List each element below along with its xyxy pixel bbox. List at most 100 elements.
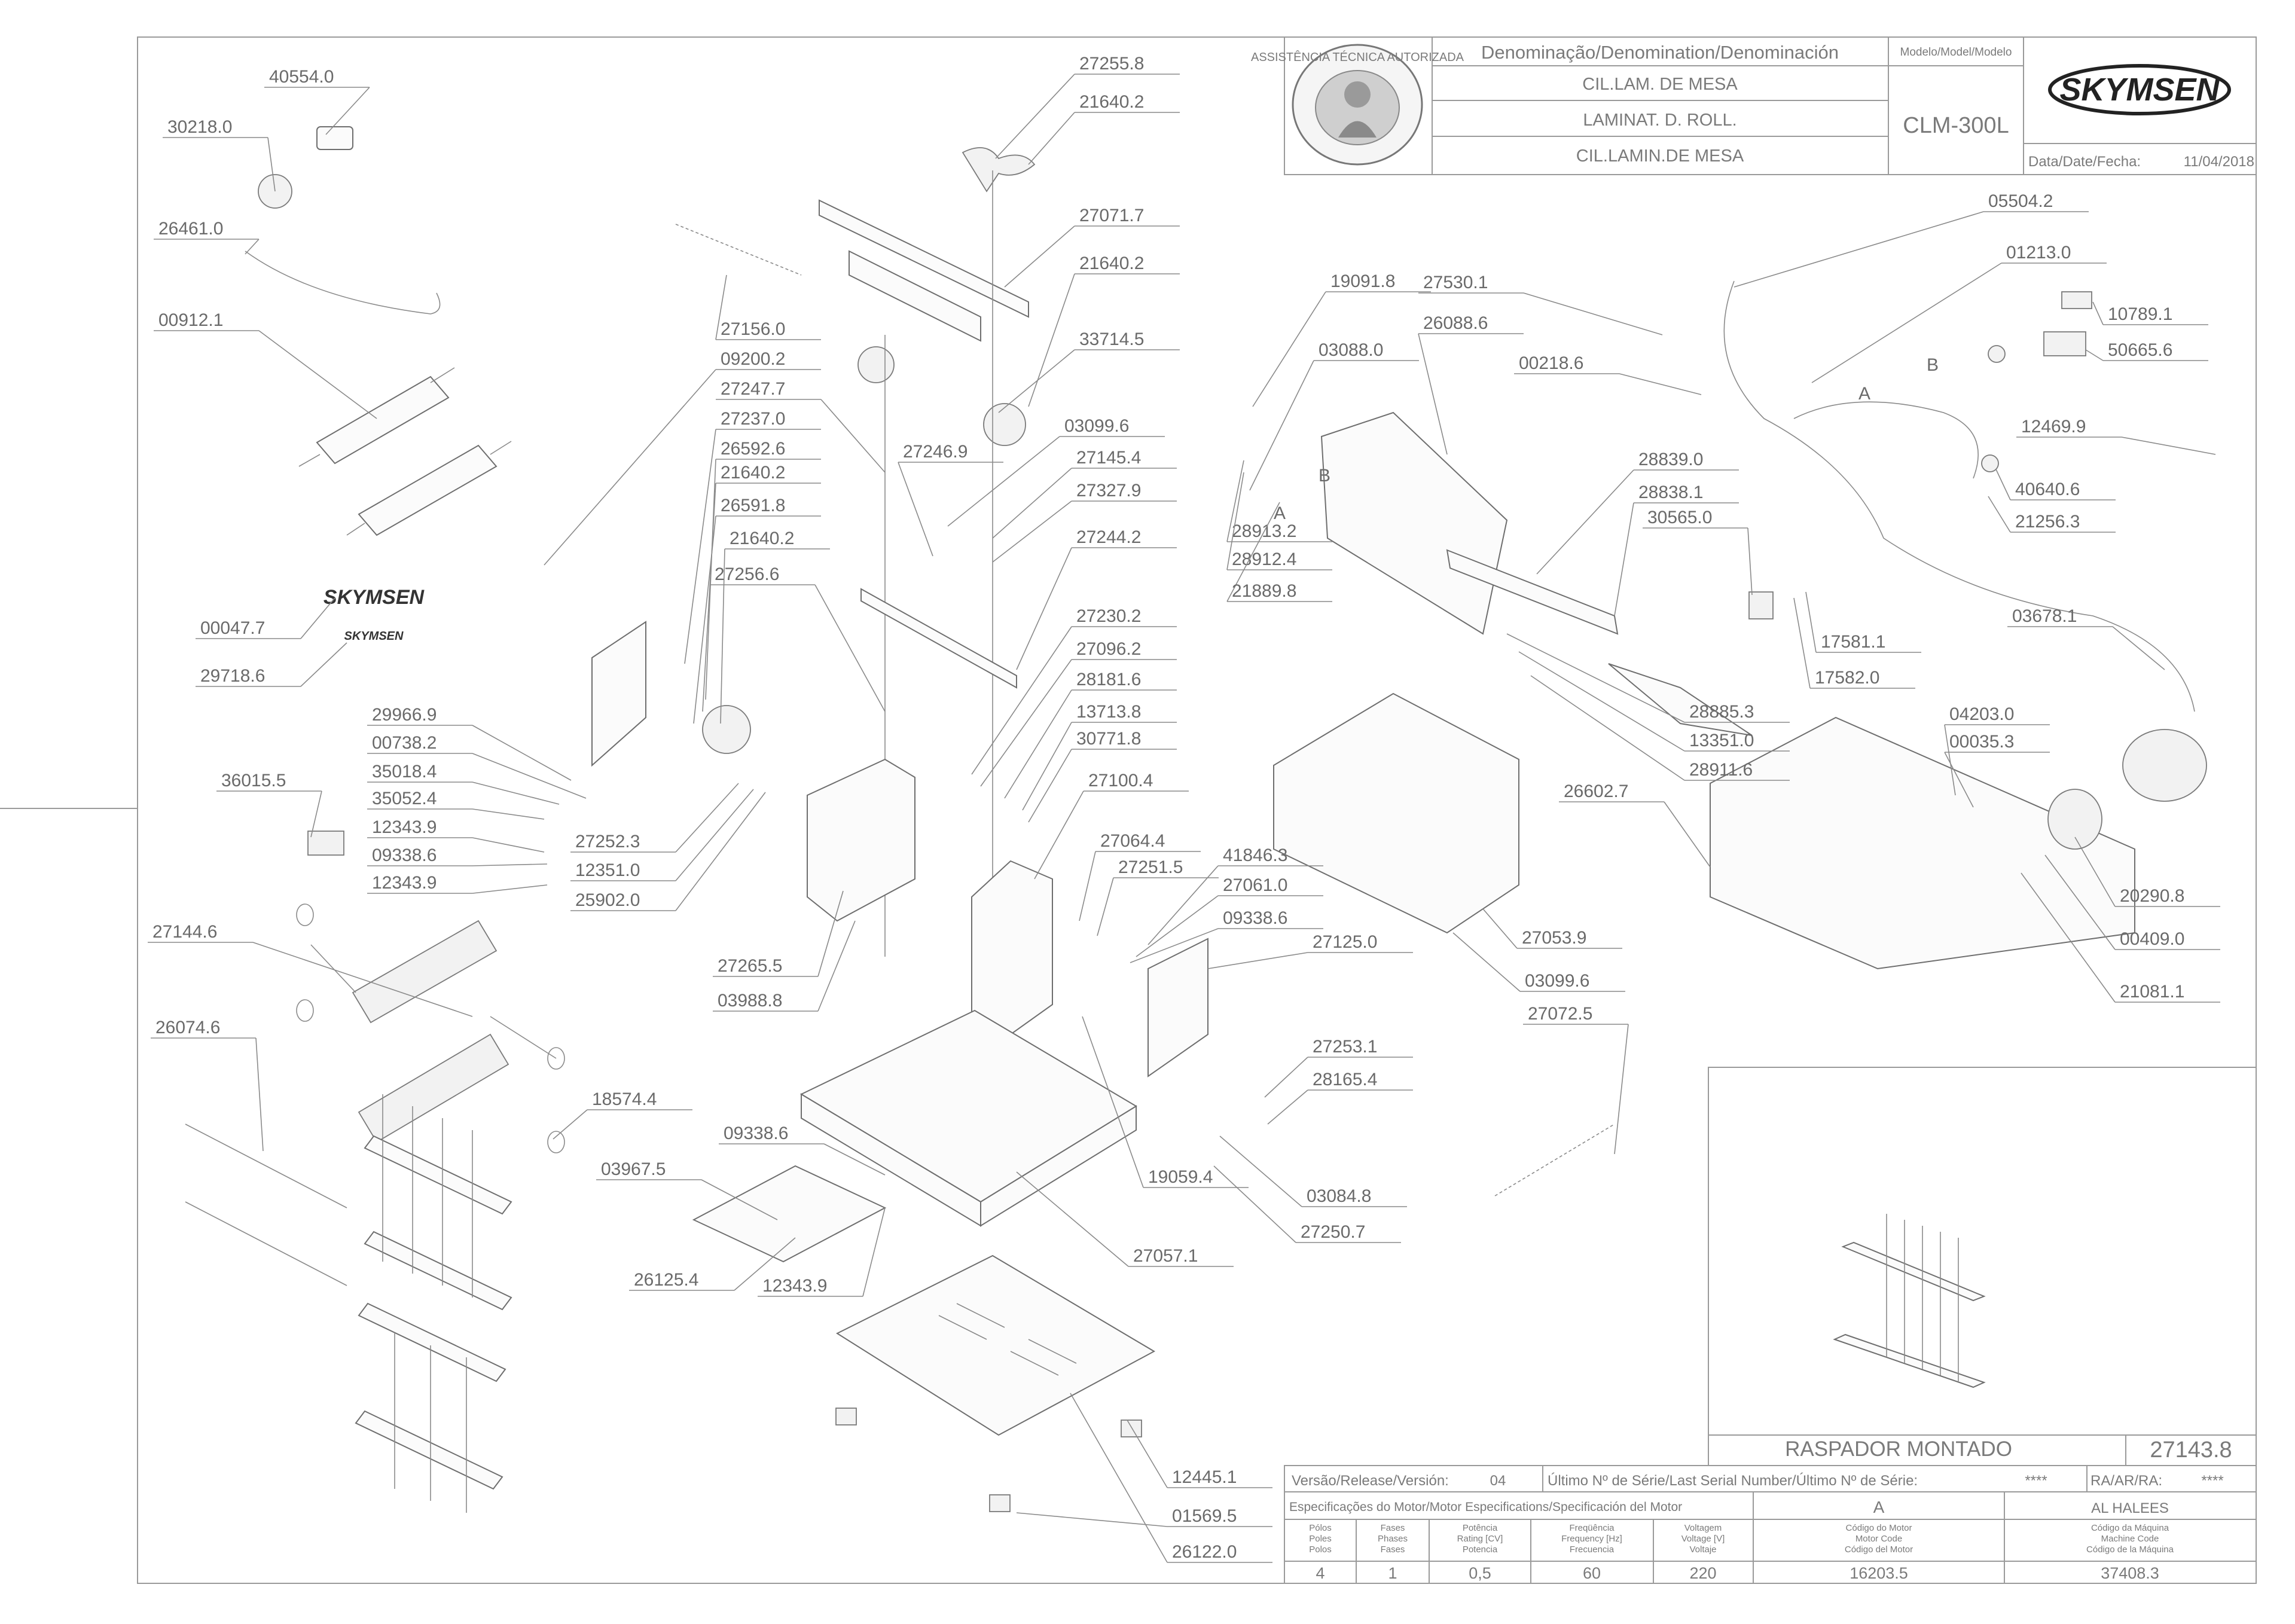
svg-text:Voltagem: Voltagem (1684, 1523, 1722, 1533)
callout-leader (1619, 373, 1702, 395)
part-number: 35052.4 (372, 789, 437, 808)
callout-leader (472, 782, 560, 805)
callout-leader (823, 1143, 886, 1176)
inset-scraper-drawing (1833, 1214, 1986, 1388)
part-callout: 00035.3 (1944, 732, 2050, 808)
callout-leader (1022, 722, 1072, 811)
part-number: 21640.2 (730, 529, 794, 548)
part-number: 26461.0 (158, 219, 223, 239)
svg-text:Código del Motor: Código del Motor (1845, 1544, 1913, 1555)
part-number: 26602.7 (1564, 782, 1628, 801)
part-callout: 28838.1 (1614, 483, 1739, 616)
part-callout: 27252.3 (570, 783, 739, 853)
part-callout: 00218.6 (1514, 353, 1702, 395)
tube-drawing (1446, 549, 1619, 635)
scraper-wire-drawing (245, 251, 441, 315)
svg-text:Pólos: Pólos (1309, 1523, 1332, 1533)
part-number: 03099.6 (1064, 416, 1129, 436)
part-number: 03967.5 (601, 1159, 666, 1179)
electrical-box-drawing (1710, 716, 2135, 970)
serial-value: **** (2025, 1473, 2047, 1489)
part-number: 28838.1 (1638, 483, 1703, 502)
part-number: 27244.2 (1076, 527, 1141, 547)
variant-letter: A (1873, 1498, 1885, 1516)
part-number: 27064.4 (1100, 831, 1165, 851)
poles-value: 4 (1316, 1564, 1324, 1582)
part-callout: 19059.4 (1082, 1016, 1249, 1188)
part-number: 27252.3 (575, 832, 640, 851)
part-callout: 30218.0 (163, 117, 276, 192)
part-number: 27327.9 (1076, 481, 1141, 500)
part-callout: 12343.9 (367, 873, 548, 894)
part-callout: 21640.2 (720, 529, 830, 724)
callout-leader (817, 920, 856, 1012)
part-callout: 27064.4 (1079, 831, 1201, 921)
callout-leader (300, 642, 347, 687)
callout-leader (472, 753, 587, 799)
part-callout: 26602.7 (1559, 782, 1711, 868)
callout-leader (1207, 952, 1308, 969)
warning-label-drawing (307, 831, 344, 856)
part-callout: 18574.4 (553, 1089, 692, 1140)
part-number: 12445.1 (1172, 1467, 1237, 1487)
callout-leader (300, 597, 335, 639)
part-number: 00035.3 (1949, 732, 2014, 752)
part-number: 13713.8 (1076, 702, 1141, 722)
part-number: 40640.6 (2015, 480, 2080, 499)
callout-leader (1219, 1135, 1302, 1207)
callout-leader (472, 863, 548, 866)
phases-value: 1 (1388, 1564, 1397, 1582)
part-callout: 28885.3 (1506, 633, 1790, 723)
date-label: Data/Date/Fecha: (2028, 154, 2141, 170)
part-callout: 28181.6 (1004, 670, 1177, 799)
callout-leader (1028, 273, 1075, 407)
part-number: 29718.6 (200, 666, 265, 686)
part-callout: 40640.6 (1995, 469, 2116, 500)
part-number: 09200.2 (721, 349, 785, 369)
part-callout: 21889.8 (1226, 502, 1332, 602)
part-callout: 00738.2 (367, 733, 587, 799)
version-label: Versão/Release/Versión: (1292, 1473, 1449, 1489)
part-callout: 04203.0 (1944, 704, 2050, 796)
indicator-drawing (1981, 454, 1999, 472)
part-number: 09338.6 (1223, 908, 1287, 928)
part-callout: 28911.6 (1530, 675, 1790, 781)
svg-text:Machine Code: Machine Code (2101, 1534, 2159, 1544)
part-callout: 27246.9 (898, 442, 1003, 557)
wiring-harness-drawing (1723, 280, 2195, 712)
callout-leader (2021, 872, 2116, 1003)
callout-leader (1136, 895, 1219, 957)
part-number: 12343.9 (372, 873, 437, 893)
svg-text:Código de la Máquina: Código de la Máquina (2086, 1544, 2174, 1555)
callout-leader (675, 789, 754, 881)
ra-label: RA/AR/RA: (2090, 1473, 2162, 1489)
callout-leader (472, 808, 545, 820)
part-number: 12343.9 (372, 817, 437, 837)
chain-top-drawing (675, 224, 802, 276)
part-number: 00912.1 (158, 310, 223, 330)
motor-code-value: 16203.5 (1850, 1564, 1908, 1582)
part-callout: 33714.5 (998, 329, 1180, 413)
callout-leader (817, 890, 844, 977)
part-number: 27144.6 (152, 922, 217, 942)
callout-leader (2044, 854, 2116, 950)
part-callout: 28839.0 (1536, 450, 1739, 575)
part-callout: 27100.4 (1034, 771, 1189, 880)
part-number: 21640.2 (1079, 254, 1144, 273)
part-number: 27071.7 (1079, 206, 1144, 225)
callout-leader (553, 1109, 588, 1140)
part-callout: 27530.1 (1418, 273, 1663, 335)
callout-leader (980, 659, 1072, 787)
callout-leader (814, 584, 886, 712)
callout-leader (1995, 469, 2011, 500)
part-number: 27072.5 (1528, 1004, 1592, 1024)
callout-leader (1079, 851, 1096, 921)
callout-leader (2092, 301, 2104, 325)
part-number: 26122.0 (1172, 1542, 1237, 1562)
part-callout: 21640.2 (1028, 254, 1180, 407)
part-number: 26125.4 (634, 1270, 698, 1290)
foot-right-drawing (1121, 1420, 1142, 1437)
frequency-value: 60 (1583, 1564, 1601, 1582)
